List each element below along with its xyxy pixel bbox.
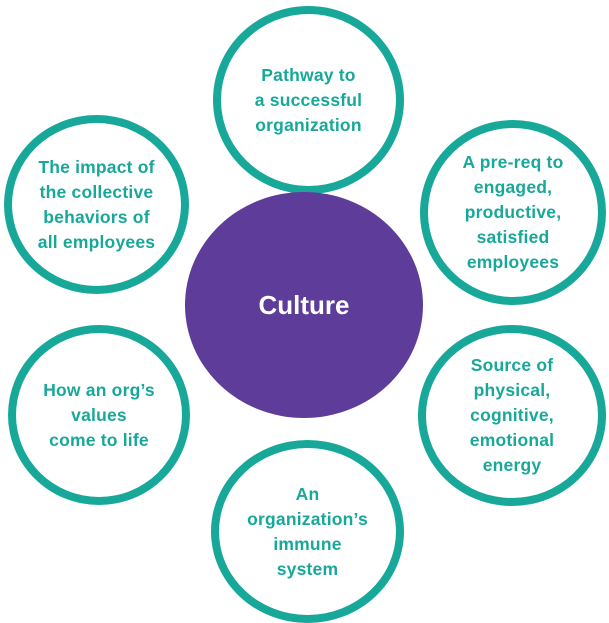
node-values-text: How an org’s values come to life (43, 379, 155, 450)
node-pre-req: A pre-req to engaged, productive, satisf… (420, 120, 606, 305)
center-label: Culture (258, 289, 350, 320)
node-energy-text: Source of physical, cognitive, emotional… (469, 355, 555, 475)
node-energy: Source of physical, cognitive, emotional… (418, 325, 606, 506)
node-values: How an org’s values come to life (8, 325, 190, 505)
node-collective-behaviors: The impact of the collective behaviors o… (4, 115, 189, 294)
node-pathway-text: Pathway to a successful organization (254, 64, 363, 135)
node-immune-system-text: An organization’s immune system (247, 483, 368, 579)
node-pre-req-text: A pre-req to engaged, productive, satisf… (462, 152, 564, 272)
node-pathway: Pathway to a successful organization (213, 6, 404, 194)
node-immune-system: An organization’s immune system (211, 440, 404, 623)
center-culture-circle: Culture (185, 192, 423, 418)
node-collective-behaviors-text: The impact of the collective behaviors o… (37, 156, 156, 252)
